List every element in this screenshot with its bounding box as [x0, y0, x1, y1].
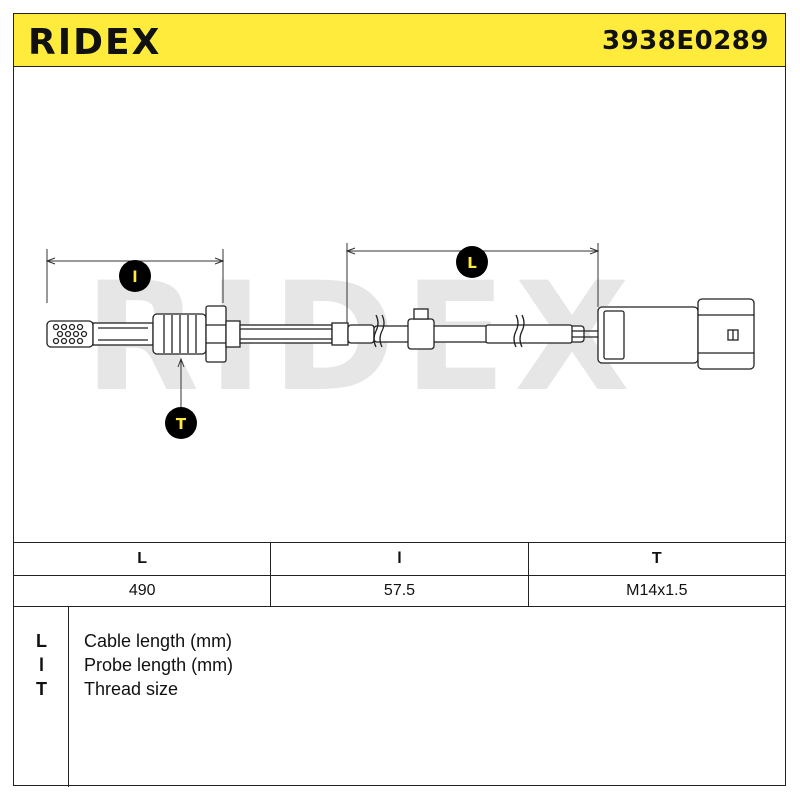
break-marks — [373, 314, 525, 348]
connector — [597, 298, 755, 370]
dimension-header-L: L — [14, 543, 272, 575]
dimensions-header-row: L l T — [14, 543, 785, 576]
sensor-tube — [239, 308, 585, 350]
legend-keys-column: L l T — [14, 607, 69, 787]
legend-desc-l: Probe length (mm) — [84, 655, 234, 675]
dimensions-table: L l T 490 57.5 M14x1.5 — [14, 543, 785, 607]
legend-key-L: L — [36, 631, 47, 651]
legend-desc-T: Thread size — [84, 679, 179, 699]
dimension-value-L: 490 — [14, 575, 272, 607]
legend-key-l: l — [38, 655, 44, 675]
legend: L l T Cable length (mm) Probe length (mm… — [14, 607, 785, 787]
dimension-value-T: M14x1.5 — [626, 582, 688, 599]
legend-key-T: T — [36, 679, 47, 699]
header-bar: RIDEX 3938E0289 — [14, 14, 785, 67]
legend-desc-L: Cable length (mm) — [84, 631, 233, 651]
brand-logo: RIDEX — [28, 22, 161, 60]
dimension-header-l: l — [271, 543, 529, 575]
brand-logo-text: RIDEX — [28, 22, 161, 60]
marker-T: T — [165, 407, 197, 439]
dimension-value-l: 57.5 — [271, 575, 529, 607]
threaded-body — [152, 305, 241, 363]
wires — [572, 330, 600, 338]
marker-L-label: L — [467, 254, 477, 272]
technical-drawing: RIDEX — [14, 67, 785, 543]
dimensions-value-row: 490 57.5 M14x1.5 — [14, 575, 785, 607]
spec-sheet: RIDEX 3938E0289 RIDEX — [13, 13, 786, 787]
thread-leader — [177, 357, 185, 409]
dimension-header-T: T — [651, 550, 662, 567]
marker-L: L — [456, 246, 488, 278]
part-number: 3938E0289 — [602, 26, 769, 56]
probe-tip — [46, 320, 154, 348]
marker-l-label: l — [132, 268, 137, 286]
marker-T-label: T — [176, 415, 187, 433]
sensor-drawing: RIDEX — [45, 243, 755, 439]
marker-l: l — [119, 260, 151, 292]
